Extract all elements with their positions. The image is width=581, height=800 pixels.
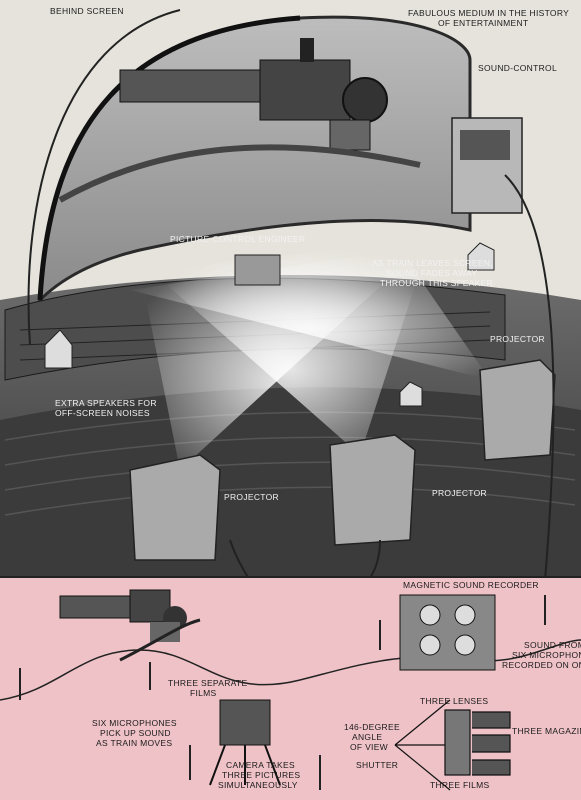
label-projector-right: PROJECTOR xyxy=(490,334,545,344)
label-six-mics-2: PICK UP SOUND xyxy=(100,728,171,738)
label-three-separate-2: FILMS xyxy=(190,688,217,698)
label-six-mics-1: SIX MICROPHONES xyxy=(92,718,177,728)
label-projector-center: PROJECTOR xyxy=(432,488,487,498)
bottom-track xyxy=(119,618,201,662)
label-angle-3: OF VIEW xyxy=(350,742,388,752)
label-sound-from-2: SIX MICROPHONES xyxy=(512,650,581,660)
bottom-train xyxy=(59,589,187,642)
label-sound-from-3: RECORDED ON ONE TA xyxy=(502,660,581,670)
label-three-separate-1: THREE SEPARATE xyxy=(168,678,248,688)
label-sound-from-1: SOUND FROM xyxy=(524,640,581,650)
train-on-screen xyxy=(119,38,388,151)
magnetic-recorder xyxy=(399,594,496,671)
label-train-leaves-1: AS TRAIN LEAVES SCREEN, xyxy=(372,258,493,268)
screen-track xyxy=(58,144,421,203)
ground-contour xyxy=(0,639,581,701)
camera-rig xyxy=(209,699,281,786)
projector-beams xyxy=(130,240,490,470)
label-shutter: SHUTTER xyxy=(356,760,399,770)
label-camera-2: THREE PICTURES xyxy=(222,770,301,780)
screen-frame xyxy=(37,15,301,301)
projection-booth-center xyxy=(329,434,416,546)
label-three-lenses: THREE LENSES xyxy=(420,696,489,706)
label-magnetic-recorder: MAGNETIC SOUND RECORDER xyxy=(403,580,539,590)
microphone-posts xyxy=(19,595,546,790)
label-camera-1: CAMERA TAKES xyxy=(226,760,295,770)
label-behind-screen: BEHIND SCREEN xyxy=(50,6,124,16)
label-train-leaves-3: THROUGH THIS SPEAKER xyxy=(380,278,494,288)
label-fabulous-1: FABULOUS MEDIUM IN THE HISTORY xyxy=(408,8,570,18)
label-camera-3: SIMULTANEOUSLY xyxy=(218,780,298,790)
speaker-left xyxy=(44,329,73,369)
label-fabulous-2: OF ENTERTAINMENT xyxy=(438,18,529,28)
label-picture-control: PICTURE-CONTROL ENGINEER xyxy=(170,234,306,244)
speaker-right xyxy=(467,242,495,271)
label-three-magazines: THREE MAGAZINE xyxy=(512,726,581,736)
label-angle-1: 146-DEGREE xyxy=(344,722,400,732)
projection-booth-right xyxy=(479,359,556,461)
label-angle-2: ANGLE xyxy=(352,732,383,742)
label-three-films: THREE FILMS xyxy=(430,780,490,790)
label-train-leaves-2: SOUND FADES AWAY xyxy=(386,268,478,278)
lens-diagram xyxy=(394,699,511,791)
label-projector-left: PROJECTOR xyxy=(224,492,279,502)
label-extra-speakers-1: EXTRA SPEAKERS FOR xyxy=(55,398,157,408)
label-sound-control: SOUND-CONTROL xyxy=(478,63,557,73)
speaker-center xyxy=(399,381,423,407)
projection-booth-left xyxy=(129,454,221,561)
label-extra-speakers-2: OFF-SCREEN NOISES xyxy=(55,408,150,418)
label-six-mics-3: AS TRAIN MOVES xyxy=(96,738,173,748)
picture-control-booth xyxy=(234,254,281,286)
